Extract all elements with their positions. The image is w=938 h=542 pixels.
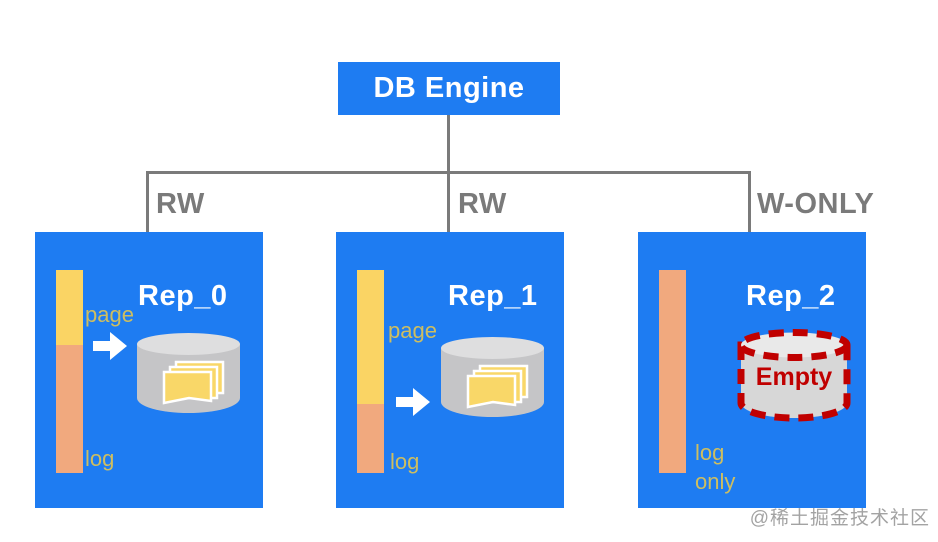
db-engine-label: DB Engine	[373, 72, 525, 104]
connector-left-drop	[146, 171, 149, 232]
page-segment	[56, 270, 83, 346]
buffer-bar	[357, 270, 384, 473]
log-label: log	[695, 440, 725, 465]
apply-arrow-icon	[396, 388, 430, 416]
log-segment	[659, 270, 686, 473]
pages-icon	[162, 360, 225, 405]
watermark: @稀土掘金技术社区	[749, 508, 930, 529]
page-label: page	[388, 318, 437, 343]
database-cylinder-icon	[137, 333, 240, 413]
buffer-bar	[56, 270, 83, 473]
log-segment	[357, 403, 384, 473]
page-segment	[357, 270, 384, 404]
edge-label-rw-0: RW	[156, 188, 205, 220]
replica-title: Rep_2	[746, 280, 836, 312]
page-label: page	[85, 302, 134, 327]
only-label: only	[695, 469, 736, 494]
replica-box-rep2: log only Rep_2 Empty	[638, 232, 866, 508]
dashed-cylinder-icon	[737, 329, 851, 422]
replica-title: Rep_1	[448, 280, 538, 312]
empty-label: Empty	[755, 363, 833, 391]
replica-title: Rep_0	[138, 280, 228, 312]
db-engine-node: DB Engine	[338, 62, 560, 115]
replica-box-rep1: page log Rep_1	[336, 232, 564, 508]
empty-database-cylinder-icon: Empty	[731, 327, 857, 433]
buffer-bar	[659, 270, 686, 473]
connector-middle-drop	[447, 171, 450, 232]
replica-box-rep0: page log Rep_0	[35, 232, 263, 508]
apply-arrow-icon	[93, 332, 127, 360]
edge-label-w-only: W-ONLY	[757, 188, 875, 220]
database-cylinder-icon	[441, 337, 544, 417]
pages-icon	[466, 364, 529, 409]
log-label: log	[85, 446, 115, 471]
log-label: log	[390, 449, 420, 474]
connector-root-vertical	[447, 115, 450, 173]
connector-right-drop	[748, 171, 751, 232]
log-segment	[56, 345, 83, 473]
edge-label-rw-1: RW	[458, 188, 507, 220]
